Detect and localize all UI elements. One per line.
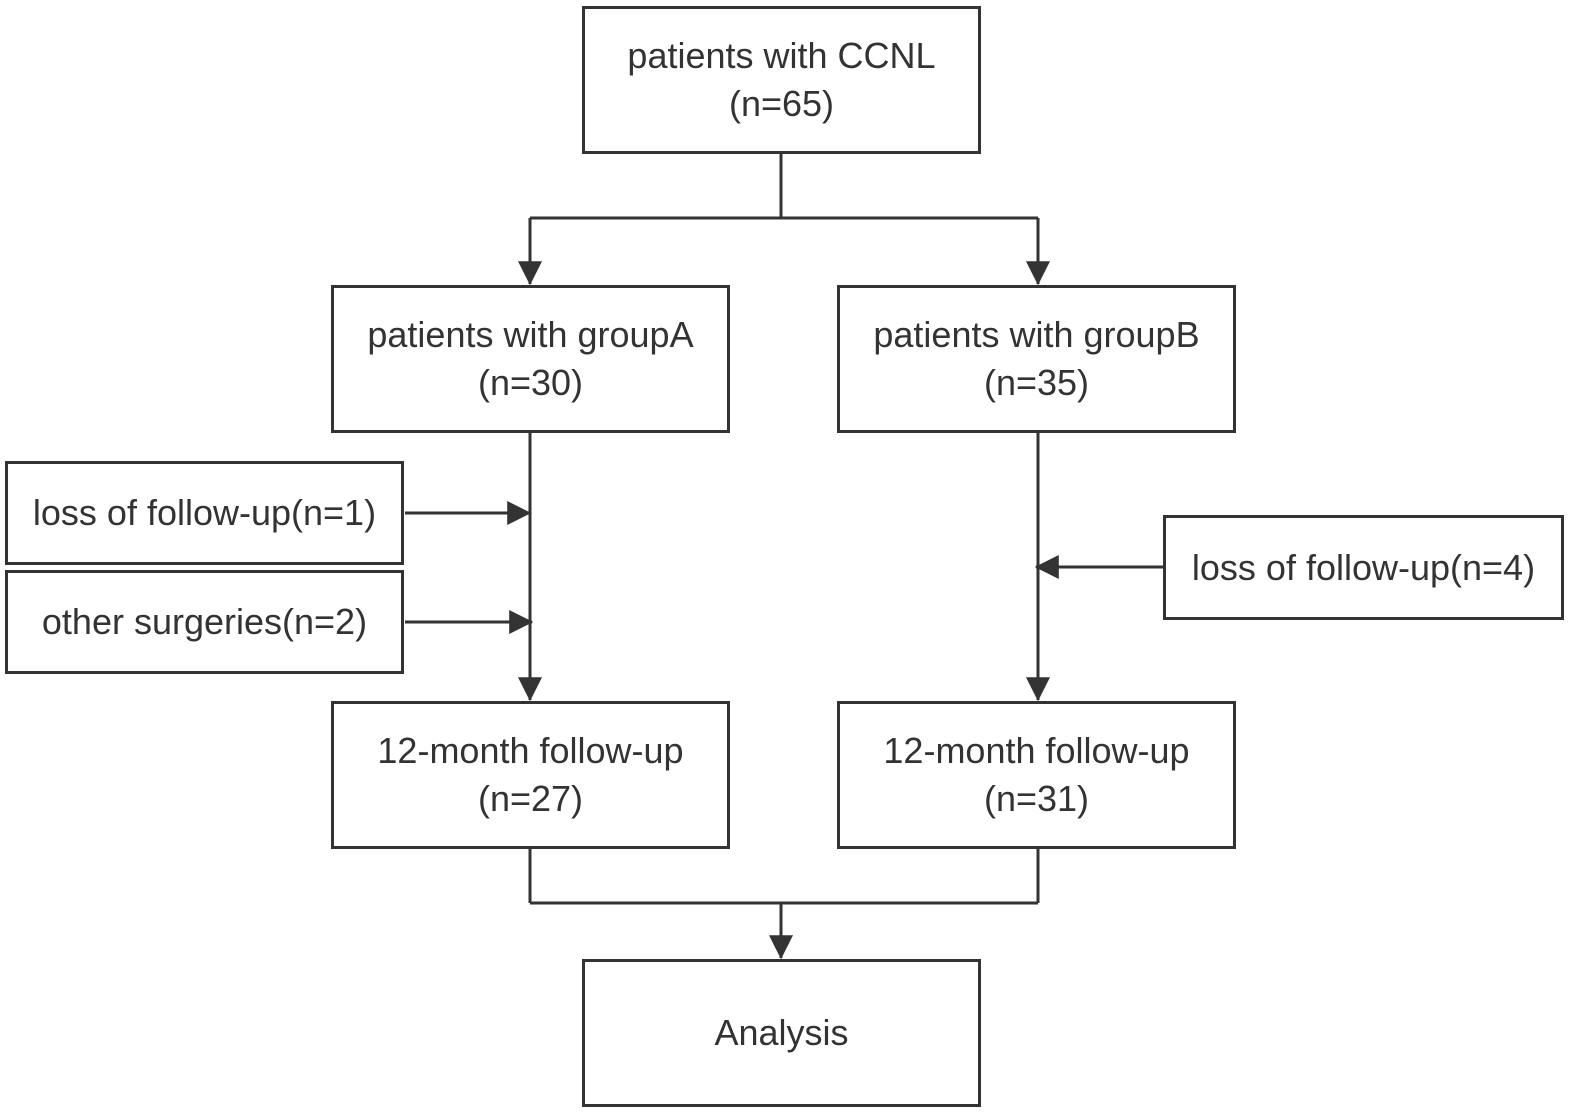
- node-group-b-line1: patients with groupB: [873, 314, 1200, 355]
- node-follow-a-line1: 12-month follow-up: [377, 730, 684, 771]
- node-group-a-line2: (n=30): [477, 362, 584, 403]
- node-analysis-label: Analysis: [714, 1012, 849, 1053]
- node-group-b-line2: (n=35): [983, 362, 1090, 403]
- node-loss-b-label: loss of follow-up(n=4): [1191, 546, 1536, 588]
- node-start-line1: patients with CCNL: [627, 35, 936, 76]
- node-group-a: patients with groupA (n=30): [331, 285, 730, 433]
- node-other-a-label: other surgeries(n=2): [41, 601, 368, 642]
- node-follow-a-line2: (n=27): [477, 778, 584, 819]
- node-start: patients with CCNL (n=65): [582, 6, 981, 154]
- node-follow-b: 12-month follow-up (n=31): [837, 701, 1236, 849]
- node-other-a: other surgeries(n=2): [5, 570, 404, 674]
- node-follow-a: 12-month follow-up (n=27): [331, 701, 730, 849]
- node-loss-a: loss of follow-up(n=1): [5, 461, 404, 565]
- node-loss-b: loss of follow-up(n=4): [1163, 515, 1564, 620]
- node-analysis: Analysis: [582, 959, 981, 1107]
- node-group-b: patients with groupB (n=35): [837, 285, 1236, 433]
- node-start-line2: (n=65): [728, 83, 835, 124]
- node-follow-b-line2: (n=31): [983, 778, 1090, 819]
- node-group-a-line1: patients with groupA: [367, 314, 694, 355]
- node-follow-b-line1: 12-month follow-up: [883, 730, 1190, 771]
- node-loss-a-label: loss of follow-up(n=1): [32, 492, 377, 533]
